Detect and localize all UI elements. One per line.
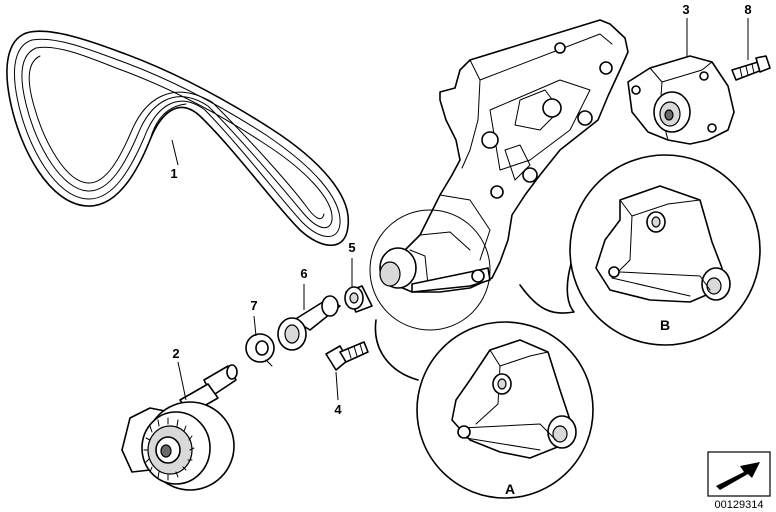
tension-pulley-2[interactable]	[121, 364, 238, 491]
drive-belt[interactable]	[6, 30, 350, 246]
washer-7[interactable]	[245, 333, 275, 367]
detail-label-b: B	[660, 317, 670, 333]
leader-lines	[171, 18, 749, 401]
detail-label-a: A	[505, 481, 515, 497]
callout-2: 2	[172, 346, 179, 361]
detail-a[interactable]	[374, 319, 594, 499]
detail-b[interactable]	[519, 154, 761, 346]
callout-4: 4	[334, 402, 342, 417]
callout-8: 8	[744, 2, 751, 17]
diagram-number: 00129314	[715, 499, 764, 511]
bolt-8[interactable]	[731, 55, 771, 81]
tensioner-bracket[interactable]	[379, 19, 629, 293]
callout-7: 7	[250, 298, 257, 313]
detail-reference-circle	[369, 209, 491, 331]
callout-6: 6	[300, 266, 307, 281]
callout-3: 3	[682, 2, 689, 17]
sleeve-6[interactable]	[277, 295, 341, 351]
bolt-4[interactable]	[325, 341, 369, 371]
orientation-arrow-icon	[707, 451, 771, 497]
callout-1: 1	[170, 166, 177, 181]
tensioner-pulley-assembly[interactable]	[627, 55, 735, 145]
callout-labels: 1 2 3 4 5 6 7 8	[170, 2, 751, 417]
bushing-5[interactable]	[344, 285, 373, 313]
callout-5: 5	[348, 240, 355, 255]
